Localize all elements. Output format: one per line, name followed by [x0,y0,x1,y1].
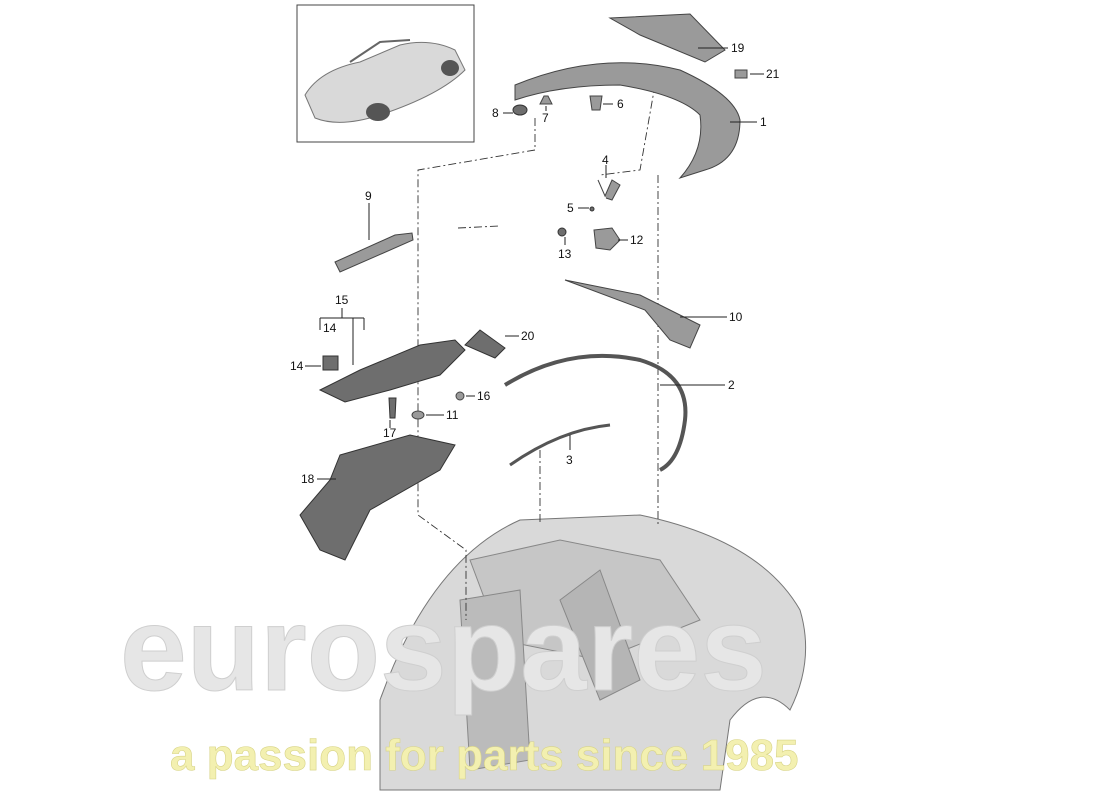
callout-21[interactable]: 21 [766,67,780,81]
callout-1[interactable]: 1 [760,115,767,129]
callout-18[interactable]: 18 [301,472,315,486]
part-4-bracket [597,179,621,201]
part-1-top-cover [514,62,741,180]
part-18-housing [299,434,456,561]
part-15-mechanism [318,339,466,403]
part-6-buffer [589,95,603,111]
part-14-block [322,355,339,371]
part-7-bump-stop [539,95,553,105]
callout-17[interactable]: 17 [383,426,397,440]
callout-7[interactable]: 7 [542,111,549,125]
callout-13[interactable]: 13 [558,247,572,261]
callout-4[interactable]: 4 [602,153,609,167]
callout-15[interactable]: 15 [335,293,349,307]
callout-8[interactable]: 8 [492,106,499,120]
part-8-grommet [512,104,528,116]
callouts: 19 21 1 8 7 6 4 5 12 13 9 15 14 14 20 10… [290,41,780,486]
inset-car-overview [296,4,475,143]
callout-20[interactable]: 20 [521,329,535,343]
callout-5[interactable]: 5 [567,201,574,215]
watermark-brand: eurospares [120,582,767,716]
callout-6[interactable]: 6 [617,97,624,111]
callout-19[interactable]: 19 [731,41,745,55]
rear-body-shell [379,514,807,791]
watermark: eurospares a passion for parts since 198… [120,582,799,781]
part-16-nut [455,391,465,401]
part-20-cover-pad [464,329,506,359]
part-2-seal [503,353,688,472]
parts [299,13,748,561]
watermark-tagline: a passion for parts since 1985 [170,731,799,780]
part-13-bolt [557,227,567,237]
part-21-clip [734,69,748,79]
callout-9[interactable]: 9 [365,189,372,203]
part-12-motor [593,227,621,251]
callout-10[interactable]: 10 [729,310,743,324]
callout-2[interactable]: 2 [728,378,735,392]
callout-11[interactable]: 11 [446,408,459,422]
part-19-trim-strip [608,13,726,63]
callout-16[interactable]: 16 [477,389,491,403]
part-5-screw [589,206,595,212]
callout-3[interactable]: 3 [566,453,573,467]
part-10-trim-panel [564,279,701,349]
part-11-washer [411,410,425,420]
reference-lines [417,84,659,620]
part-3-seal [509,423,611,467]
part-9-rail [334,232,414,273]
callout-12[interactable]: 12 [630,233,644,247]
callout-14[interactable]: 14 [290,359,304,373]
part-17-bolt [388,397,397,419]
callout-14-kit[interactable]: 14 [323,321,337,335]
